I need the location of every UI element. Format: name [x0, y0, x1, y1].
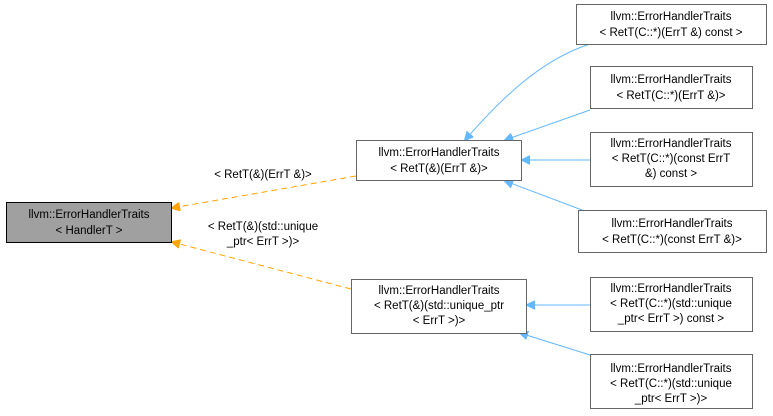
edge-member-const-errt-to-ref-fn: [505, 181, 591, 214]
node-label-line: llvm::ErrorHandlerTraits: [611, 11, 732, 23]
node-member-unique[interactable]: llvm::ErrorHandlerTraits < RetT(C::*)(st…: [590, 354, 753, 409]
node-label-line: < RetT(&)(ErrT &)>: [390, 163, 488, 175]
edge-label-line: _ptr< ErrT >)>: [226, 236, 300, 248]
node-label-line: < RetT(C::*)(ErrT &)>: [616, 90, 725, 102]
edge-member-ref-to-ref-fn: [505, 109, 591, 140]
node-root[interactable]: llvm::ErrorHandlerTraits < HandlerT >: [6, 202, 172, 243]
edge-member-unique-to-unique-ptr-fn: [520, 333, 591, 356]
node-label-line: < RetT(C::*)(ErrT &) const >: [600, 27, 743, 39]
node-label-line: llvm::ErrorHandlerTraits: [611, 283, 732, 295]
node-label-line: < RetT(C::*)(const ErrT: [612, 153, 731, 165]
edge-label-ref-fn-to-root: < RetT(&)(ErrT &)>: [214, 169, 312, 181]
node-label-line: < RetT(C::*)(std::unique: [610, 378, 732, 390]
node-label-line: _ptr< ErrT >)>: [634, 393, 708, 405]
node-label-line: llvm::ErrorHandlerTraits: [379, 285, 500, 297]
node-label-line: < HandlerT >: [56, 225, 123, 237]
node-member-ref[interactable]: llvm::ErrorHandlerTraits < RetT(C::*)(Er…: [590, 66, 753, 109]
edge-ref-fn-to-root: [172, 175, 357, 208]
node-member-unique-const[interactable]: llvm::ErrorHandlerTraits < RetT(C::*)(st…: [590, 277, 753, 332]
node-label-line: llvm::ErrorHandlerTraits: [379, 147, 500, 159]
node-label-line: < ErrT >)>: [413, 315, 466, 327]
node-label-line: llvm::ErrorHandlerTraits: [611, 363, 732, 375]
node-label-line: < RetT(&)(std::unique_ptr: [374, 300, 504, 312]
node-label-line: < RetT(C::*)(std::unique: [610, 298, 732, 310]
node-label-line: llvm::ErrorHandlerTraits: [611, 138, 732, 150]
node-unique-ptr-fn[interactable]: llvm::ErrorHandlerTraits < RetT(&)(std::…: [351, 279, 527, 334]
node-label-line: &) const >: [645, 168, 697, 180]
node-label-line: llvm::ErrorHandlerTraits: [612, 218, 733, 230]
edge-label-unique-ptr-fn-to-root: < RetT(&)(std::unique _ptr< ErrT >)>: [208, 221, 318, 248]
edge-member-const-ref-to-ref-fn: [465, 43, 591, 140]
node-ref-fn[interactable]: llvm::ErrorHandlerTraits < RetT(&)(ErrT …: [356, 140, 522, 181]
node-label-line: llvm::ErrorHandlerTraits: [29, 209, 150, 221]
node-member-const-errt[interactable]: llvm::ErrorHandlerTraits < RetT(C::*)(co…: [578, 210, 767, 253]
edge-label-line: < RetT(&)(std::unique: [208, 221, 318, 233]
node-label-line: llvm::ErrorHandlerTraits: [611, 74, 732, 86]
node-label-line: < RetT(C::*)(const ErrT &)>: [602, 234, 742, 246]
node-member-const-ref[interactable]: llvm::ErrorHandlerTraits < RetT(C::*)(Er…: [576, 4, 767, 45]
edges: [172, 43, 591, 356]
edge-label-line: < RetT(&)(ErrT &)>: [214, 169, 312, 181]
node-member-const-errt-const[interactable]: llvm::ErrorHandlerTraits < RetT(C::*)(co…: [590, 132, 753, 187]
edge-unique-ptr-fn-to-root: [172, 242, 352, 290]
node-label-line: _ptr< ErrT >) const >: [617, 313, 724, 325]
